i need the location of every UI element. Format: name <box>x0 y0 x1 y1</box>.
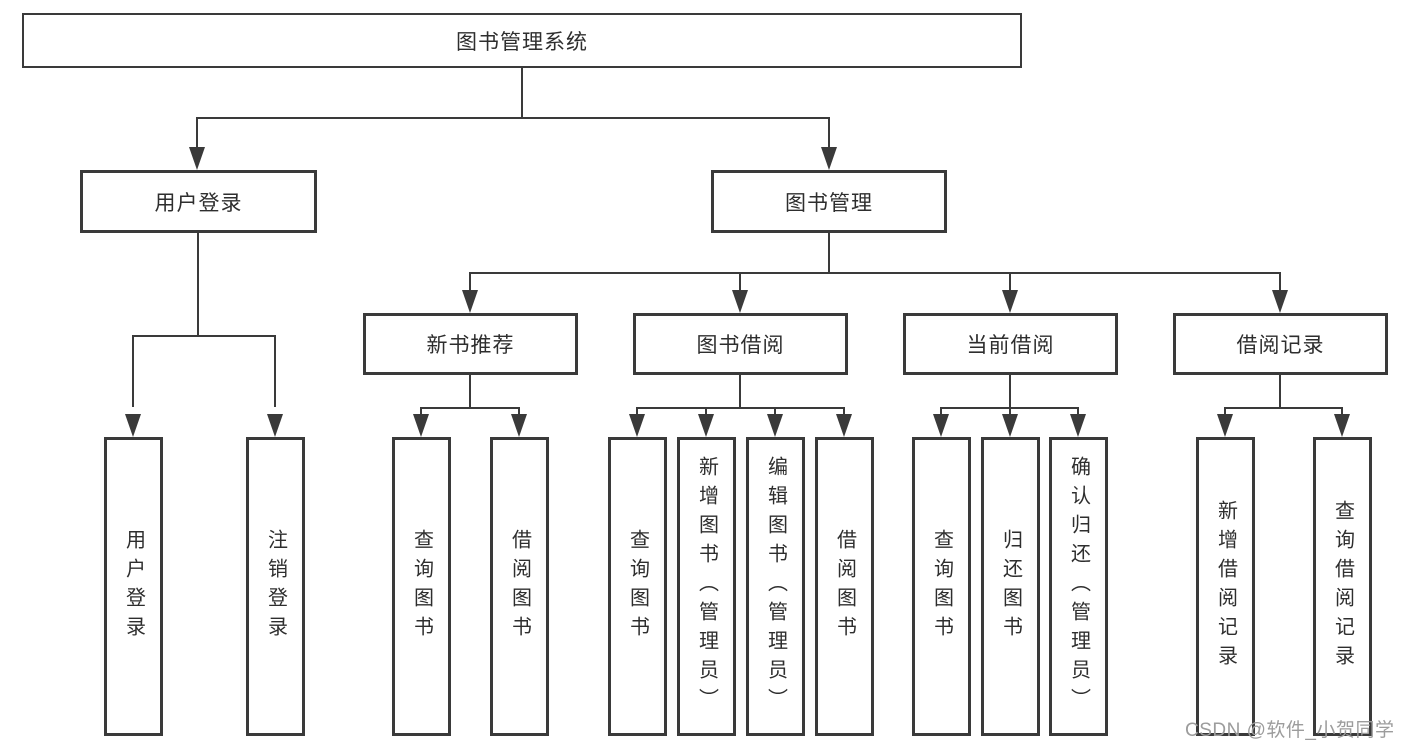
connector-to-leaf <box>1224 407 1226 419</box>
node-label: 编辑图书（管理员） <box>764 456 787 717</box>
leaf-user-login: 用户登录 <box>104 437 163 736</box>
leaf-confirm-return-admin: 确认归还（管理员） <box>1049 437 1108 736</box>
connector-to-leaf <box>1009 407 1011 419</box>
node-label: 确认归还（管理员） <box>1067 456 1090 717</box>
leaf-query-books-current: 查询图书 <box>912 437 971 736</box>
connector-to-leaf <box>1077 407 1079 419</box>
arrow-down-icon <box>821 147 837 170</box>
node-new-book-recommend: 新书推荐 <box>363 313 578 375</box>
arrow-down-icon <box>1272 290 1288 313</box>
node-book-management-system: 图书管理系统 <box>22 13 1022 68</box>
node-label: 借阅图书 <box>508 528 531 645</box>
arrow-down-icon <box>511 414 527 437</box>
arrow-down-icon <box>933 414 949 437</box>
node-label: 新增借阅记录 <box>1214 499 1237 674</box>
connector-to-leaf <box>774 407 776 419</box>
connector-to-leaf <box>940 407 942 419</box>
node-label: 图书管理系统 <box>456 30 588 54</box>
arrow-down-icon <box>836 414 852 437</box>
leaf-add-books-admin: 新增图书（管理员） <box>677 437 736 736</box>
arrow-down-icon <box>462 290 478 313</box>
connector-user-login-rail <box>132 335 276 337</box>
node-label: 借阅图书 <box>833 528 856 645</box>
connector-root-rail <box>196 117 830 119</box>
arrow-down-icon <box>1070 414 1086 437</box>
node-label: 归还图书 <box>999 528 1022 645</box>
leaf-query-books-recommend: 查询图书 <box>392 437 451 736</box>
leaf-query-borrow-record: 查询借阅记录 <box>1313 437 1372 736</box>
arrow-down-icon <box>189 147 205 170</box>
connector-book-borrowing-rail <box>636 407 845 409</box>
connector-user-login-stem <box>197 233 199 337</box>
node-user-login: 用户登录 <box>80 170 317 233</box>
connector-current-borrowing-stem <box>1009 375 1011 409</box>
node-label: 注销登录 <box>264 528 287 645</box>
leaf-return-books: 归还图书 <box>981 437 1040 736</box>
leaf-query-books-borrowing: 查询图书 <box>608 437 667 736</box>
node-label: 用户登录 <box>154 191 243 215</box>
leaf-edit-books-admin: 编辑图书（管理员） <box>746 437 805 736</box>
arrow-down-icon <box>125 414 141 437</box>
connector-root-to-book-management <box>828 117 830 150</box>
arrow-down-icon <box>767 414 783 437</box>
connector-to-leaf <box>636 407 638 419</box>
node-label: 新增图书（管理员） <box>695 456 718 717</box>
connector-to-leaf-user-login <box>132 335 134 407</box>
connector-borrowing-records-stem <box>1279 375 1281 409</box>
node-borrowing-records: 借阅记录 <box>1173 313 1388 375</box>
arrow-down-icon <box>1334 414 1350 437</box>
connector-new-book-recommend-stem <box>469 375 471 409</box>
node-book-management: 图书管理 <box>711 170 947 233</box>
node-label: 当前借阅 <box>966 334 1055 357</box>
connector-root-to-user-login <box>196 117 198 150</box>
connector-to-leaf-logout <box>274 335 276 407</box>
connector-to-leaf <box>518 407 520 419</box>
leaf-borrow-books: 借阅图书 <box>815 437 874 736</box>
node-label: 借阅记录 <box>1236 334 1325 357</box>
node-current-borrowing: 当前借阅 <box>903 313 1118 375</box>
connector-root-stem <box>521 68 523 119</box>
connector-to-borrowing-records <box>1279 272 1281 292</box>
node-label: 查询图书 <box>410 528 433 645</box>
arrow-down-icon <box>413 414 429 437</box>
connector-borrowing-records-rail <box>1224 407 1343 409</box>
node-label: 用户登录 <box>122 528 145 645</box>
node-book-borrowing: 图书借阅 <box>633 313 848 375</box>
connector-to-book-borrowing <box>739 272 741 292</box>
arrow-down-icon <box>1002 414 1018 437</box>
node-label: 查询借阅记录 <box>1331 499 1354 674</box>
arrow-down-icon <box>267 414 283 437</box>
arrow-down-icon <box>1217 414 1233 437</box>
node-label: 查询图书 <box>626 528 649 645</box>
connector-to-leaf <box>843 407 845 419</box>
arrow-down-icon <box>698 414 714 437</box>
connector-new-book-recommend-rail <box>420 407 520 409</box>
leaf-add-borrow-record: 新增借阅记录 <box>1196 437 1255 736</box>
arrow-down-icon <box>629 414 645 437</box>
connector-to-leaf <box>1341 407 1343 419</box>
connector-book-management-stem <box>828 233 830 274</box>
leaf-borrow-books-recommend: 借阅图书 <box>490 437 549 736</box>
node-label: 图书管理 <box>785 191 873 215</box>
connector-to-leaf <box>420 407 422 419</box>
node-label: 新书推荐 <box>426 334 515 357</box>
arrow-down-icon <box>732 290 748 313</box>
connector-to-leaf <box>705 407 707 419</box>
node-label: 图书借阅 <box>696 334 785 357</box>
connector-book-borrowing-stem <box>739 375 741 409</box>
connector-to-new-book-recommend <box>469 272 471 292</box>
arrow-down-icon <box>1002 290 1018 313</box>
csdn-watermark: CSDN @软件_小贺同学 <box>1185 720 1395 741</box>
leaf-logout: 注销登录 <box>246 437 305 736</box>
node-label: 查询图书 <box>930 528 953 645</box>
connector-book-management-rail <box>469 272 1281 274</box>
connector-to-current-borrowing <box>1009 272 1011 292</box>
